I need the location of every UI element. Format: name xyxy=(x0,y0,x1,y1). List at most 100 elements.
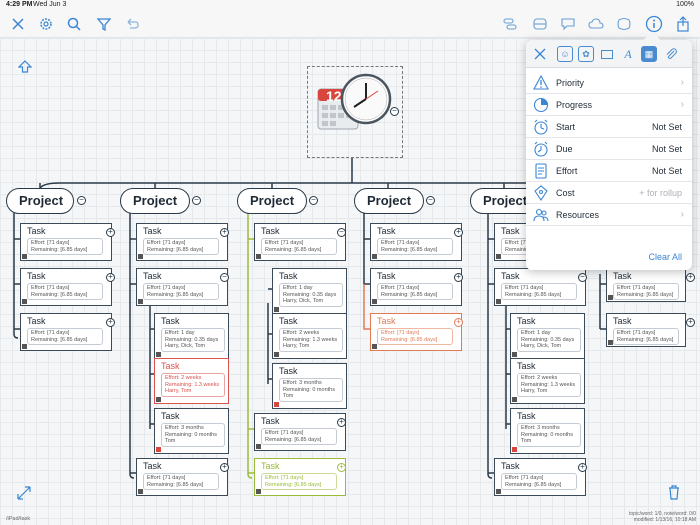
task-details: Effort: [71 days]Remaining: [6.85 days] xyxy=(261,428,337,445)
project-topic[interactable]: Project xyxy=(237,188,307,214)
focus-root-icon[interactable] xyxy=(17,60,33,79)
boundary-icon[interactable] xyxy=(614,14,634,34)
tab-font[interactable]: A xyxy=(624,46,632,61)
fit-map-icon[interactable] xyxy=(16,485,32,506)
inspector-tabs: ☺ ✿ A ▦ xyxy=(526,40,692,68)
collapse-toggle[interactable]: − xyxy=(309,196,318,205)
calendar-clock-icon: 12 xyxy=(317,73,392,130)
task-details: Effort: [71 days]Remaining: [6.85 days] xyxy=(143,473,219,490)
expand-toggle[interactable]: + xyxy=(106,273,115,282)
expand-toggle[interactable]: + xyxy=(578,463,587,472)
collapse-toggle[interactable]: − xyxy=(337,228,346,237)
mindmap-canvas[interactable]: 12 − Project − Project − Project − Proje… xyxy=(0,38,700,525)
expand-toggle[interactable]: + xyxy=(337,418,346,427)
cost-input[interactable]: + for rollup xyxy=(639,188,682,198)
undo-icon[interactable] xyxy=(122,14,142,34)
chevron-right-icon: › xyxy=(680,99,684,110)
tab-palette[interactable]: ✿ xyxy=(578,46,594,62)
collapse-toggle[interactable]: − xyxy=(390,107,399,116)
expand-toggle[interactable]: + xyxy=(220,228,229,237)
database-icon[interactable] xyxy=(530,14,550,34)
close-icon[interactable] xyxy=(534,47,546,65)
task-details: Effort: [71 days]Remaining: [6.85 days] xyxy=(501,283,577,300)
collapse-toggle[interactable]: − xyxy=(192,196,201,205)
collapse-toggle[interactable]: − xyxy=(220,273,229,282)
trash-icon[interactable] xyxy=(666,484,682,505)
task-details: Effort: [71 days]Remaining: [6.85 days] xyxy=(261,238,337,255)
row-progress[interactable]: Progress › xyxy=(526,94,692,116)
task-details: Effort: [71 days]Remaining: [6.85 days] xyxy=(377,283,453,300)
project-topic[interactable]: Project xyxy=(354,188,424,214)
outline-icon[interactable] xyxy=(500,14,520,34)
expand-toggle[interactable]: + xyxy=(454,318,463,327)
info-icon[interactable] xyxy=(644,14,664,34)
expand-toggle[interactable]: + xyxy=(220,463,229,472)
expand-toggle[interactable]: + xyxy=(337,463,346,472)
note-icon xyxy=(22,344,27,349)
row-cost[interactable]: Cost + for rollup xyxy=(526,182,692,204)
callout-icon[interactable] xyxy=(558,14,578,34)
root-topic[interactable]: 12 − xyxy=(307,66,403,158)
collapse-toggle[interactable]: − xyxy=(578,273,587,282)
expand-toggle[interactable]: + xyxy=(454,273,463,282)
tab-shape[interactable] xyxy=(599,46,615,62)
close-icon[interactable] xyxy=(8,14,28,34)
clear-all-button[interactable]: Clear All xyxy=(648,252,682,262)
cost-icon xyxy=(533,185,549,201)
expand-toggle[interactable]: + xyxy=(106,228,115,237)
tab-emoji[interactable]: ☺ xyxy=(557,46,573,62)
collapse-toggle[interactable]: − xyxy=(77,196,86,205)
search-icon[interactable] xyxy=(64,14,84,34)
row-resources[interactable]: Resources › xyxy=(526,204,692,226)
gear-icon[interactable] xyxy=(36,14,56,34)
progress-icon xyxy=(533,97,549,113)
tab-attachment[interactable] xyxy=(663,46,679,62)
filter-icon[interactable] xyxy=(94,14,114,34)
share-icon[interactable] xyxy=(673,14,693,34)
tab-calendar[interactable]: ▦ xyxy=(641,46,657,62)
expand-toggle[interactable]: + xyxy=(106,318,115,327)
expand-toggle[interactable]: + xyxy=(454,228,463,237)
row-priority[interactable]: Priority › xyxy=(526,72,692,94)
expand-toggle[interactable]: + xyxy=(686,273,695,282)
collapse-toggle[interactable]: − xyxy=(426,196,435,205)
row-effort[interactable]: Effort Not Set xyxy=(526,160,692,182)
task-details: Effort: [71 days]Remaining: [6.85 days] xyxy=(613,328,679,345)
cloud-icon[interactable] xyxy=(586,14,606,34)
row-start[interactable]: Start Not Set xyxy=(526,116,692,138)
project-topic[interactable]: Project xyxy=(120,188,190,214)
status-bar: 4:29 PM Wed Jun 3 100% xyxy=(0,0,700,10)
project-topic[interactable]: Project xyxy=(6,188,74,214)
expand-toggle[interactable]: + xyxy=(686,318,695,327)
row-due[interactable]: Due Not Set xyxy=(526,138,692,160)
note-icon xyxy=(274,307,279,312)
